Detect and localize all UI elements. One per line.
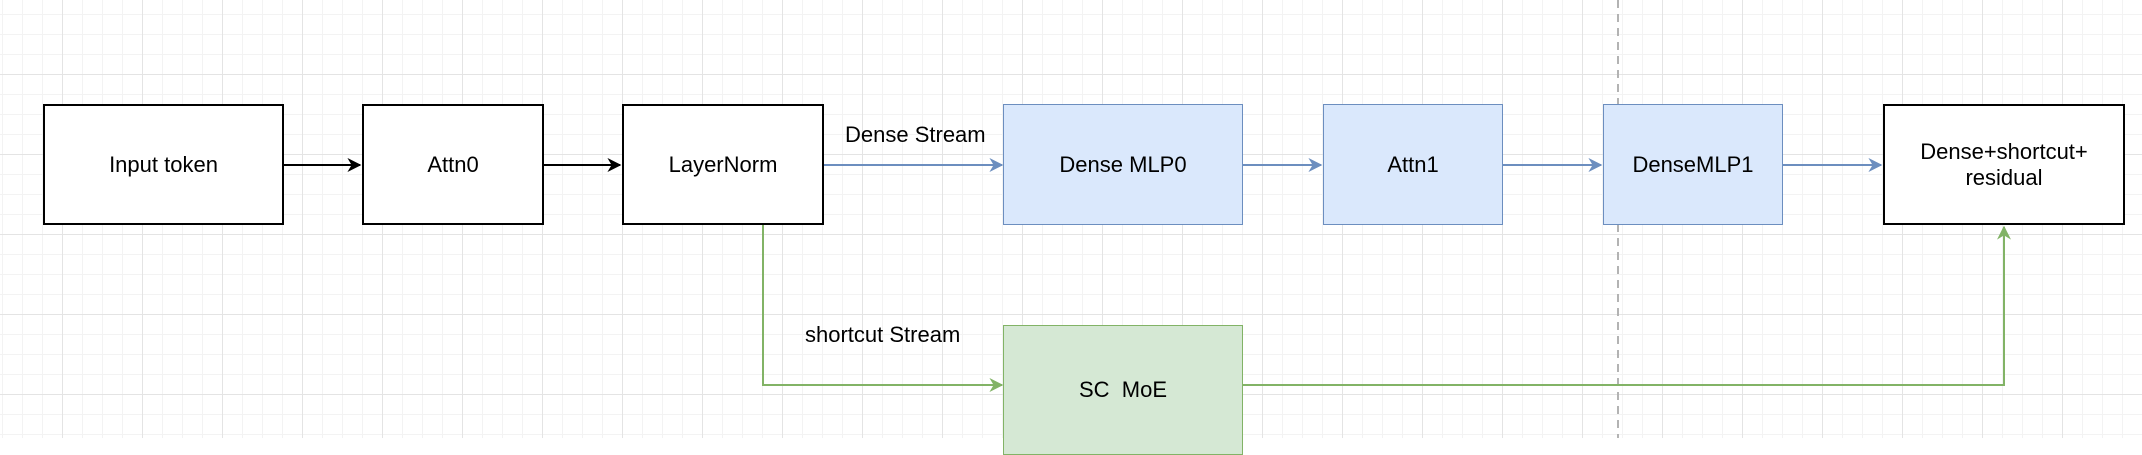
node-attn0[interactable]: Attn0 bbox=[362, 104, 544, 225]
node-attn0-label: Attn0 bbox=[427, 151, 479, 177]
node-layernorm[interactable]: LayerNorm bbox=[622, 104, 824, 225]
node-input-token-label: Input token bbox=[109, 151, 218, 177]
node-dense-mlp1-label: DenseMLP1 bbox=[1632, 151, 1754, 177]
node-input-token[interactable]: Input token bbox=[43, 104, 284, 225]
edge-layernorm-to-sc-moe bbox=[762, 225, 1004, 392]
node-dense-mlp1[interactable]: DenseMLP1 bbox=[1603, 104, 1783, 225]
node-dense-shortcut-residual[interactable]: Dense+shortcut+ residual bbox=[1883, 104, 2125, 225]
node-attn1-label: Attn1 bbox=[1387, 151, 1439, 177]
node-sc-moe[interactable]: SC MoE bbox=[1003, 325, 1243, 455]
dense-stream-label: Dense Stream bbox=[845, 122, 986, 147]
node-dense-shortcut-residual-label: Dense+shortcut+ residual bbox=[1920, 138, 2088, 190]
node-sc-moe-label: SC MoE bbox=[1078, 377, 1168, 402]
node-dense-mlp0-label: Dense MLP0 bbox=[1059, 151, 1187, 177]
node-layernorm-label: LayerNorm bbox=[668, 151, 778, 177]
connector-layer bbox=[284, 0, 2011, 438]
shortcut-stream-label: shortcut Stream bbox=[805, 322, 961, 347]
edge-sc-moe-to-output bbox=[1243, 225, 2011, 386]
node-dense-mlp0[interactable]: Dense MLP0 bbox=[1003, 104, 1243, 225]
node-attn1[interactable]: Attn1 bbox=[1323, 104, 1503, 225]
